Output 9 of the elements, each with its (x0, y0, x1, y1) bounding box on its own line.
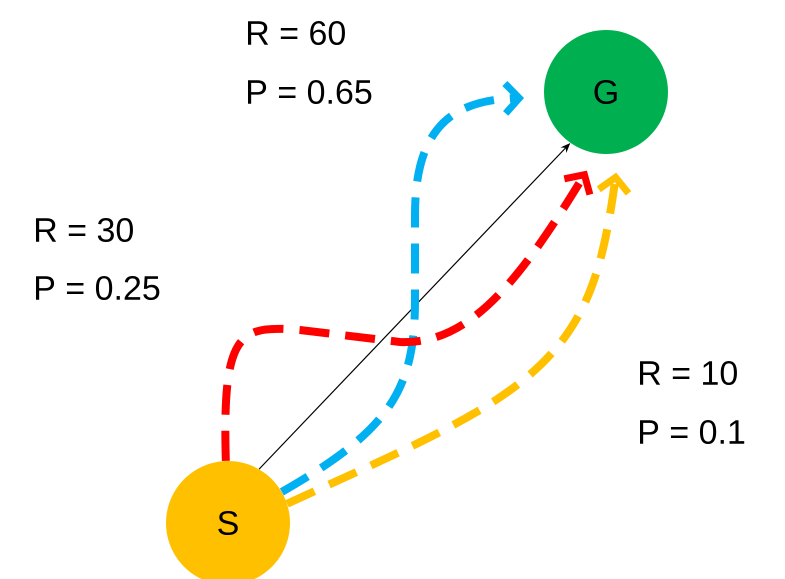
reward-label: R = 30 (36, 218, 133, 242)
arrow (285, 172, 632, 508)
reward-label: P = 0.1 (640, 420, 744, 444)
arrow (280, 81, 524, 496)
reward-label: P = 0.25 (36, 276, 160, 300)
arrow (221, 170, 594, 461)
reward-label: P = 0.65 (248, 80, 372, 104)
reward-label: R = 10 (640, 360, 737, 386)
reward-label: R = 60 (248, 20, 345, 46)
